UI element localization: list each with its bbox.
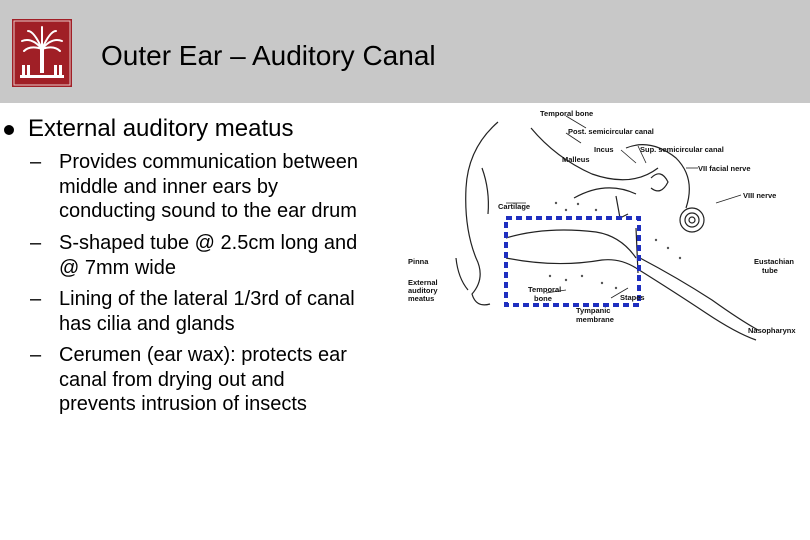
- figure-label: tube: [762, 266, 778, 275]
- figure-label: VII facial nerve: [698, 164, 751, 173]
- leader-lines: [506, 115, 742, 299]
- figure-label: Stapes: [620, 293, 645, 302]
- dash-icon: –: [30, 344, 42, 366]
- sub-bullet-line: canal from drying out and: [59, 368, 285, 391]
- sub-bullet-line: has cilia and glands: [59, 312, 235, 335]
- figure-label: Eustachian: [754, 257, 794, 266]
- dash-icon: –: [30, 288, 42, 310]
- figure-label: VIII nerve: [743, 191, 776, 200]
- dash-icon: –: [30, 151, 42, 173]
- dash-icon: –: [30, 232, 42, 254]
- sub-bullet-line: Provides communication between: [59, 151, 359, 173]
- figure-label: Temporal bone: [540, 109, 593, 118]
- main-bullet-text: External auditory meatus: [28, 115, 294, 142]
- bullet-dot-icon: [4, 125, 14, 135]
- sub-bullet-line: middle and inner ears by: [59, 175, 279, 198]
- figure-label: meatus: [408, 294, 434, 303]
- ear-drawing: [455, 121, 759, 341]
- figure-label: bone: [534, 294, 552, 303]
- figure-label: Pinna: [408, 257, 429, 266]
- figure-label: Incus: [594, 145, 614, 154]
- slide-title: Outer Ear – Auditory Canal: [101, 40, 436, 71]
- figure-label: Tympanic: [576, 306, 610, 315]
- sub-bullet-line: Lining of the lateral 1/3rd of canal: [59, 288, 355, 310]
- figure-label: External: [408, 278, 438, 287]
- figure-label: Post. semicircular canal: [568, 127, 654, 136]
- figure-label: Cartilage: [498, 202, 530, 211]
- sub-bullet-line: @ 7mm wide: [59, 256, 176, 279]
- bone-texture: [548, 201, 682, 290]
- sub-bullet-line: Cerumen (ear wax): protects ear: [59, 344, 347, 366]
- slide-header: Outer Ear – Auditory Canal: [0, 0, 810, 103]
- palmetto-tree-icon: [12, 19, 72, 87]
- sub-bullet-line: conducting sound to the ear drum: [59, 200, 357, 222]
- figure-label: Sup. semicircular canal: [640, 145, 724, 154]
- sub-bullet-line: prevents intrusion of insects: [59, 393, 307, 415]
- figure-label: Temporal: [528, 285, 561, 294]
- figure-label: auditory: [408, 286, 438, 295]
- figure-label: Malleus: [562, 155, 590, 164]
- ear-anatomy-figure: Temporal bone Post. semicircular canal I…: [406, 108, 810, 362]
- sub-bullet-line: S-shaped tube @ 2.5cm long and: [59, 232, 358, 254]
- figure-label: membrane: [576, 315, 614, 324]
- figure-label: Nasopharynx: [748, 326, 796, 335]
